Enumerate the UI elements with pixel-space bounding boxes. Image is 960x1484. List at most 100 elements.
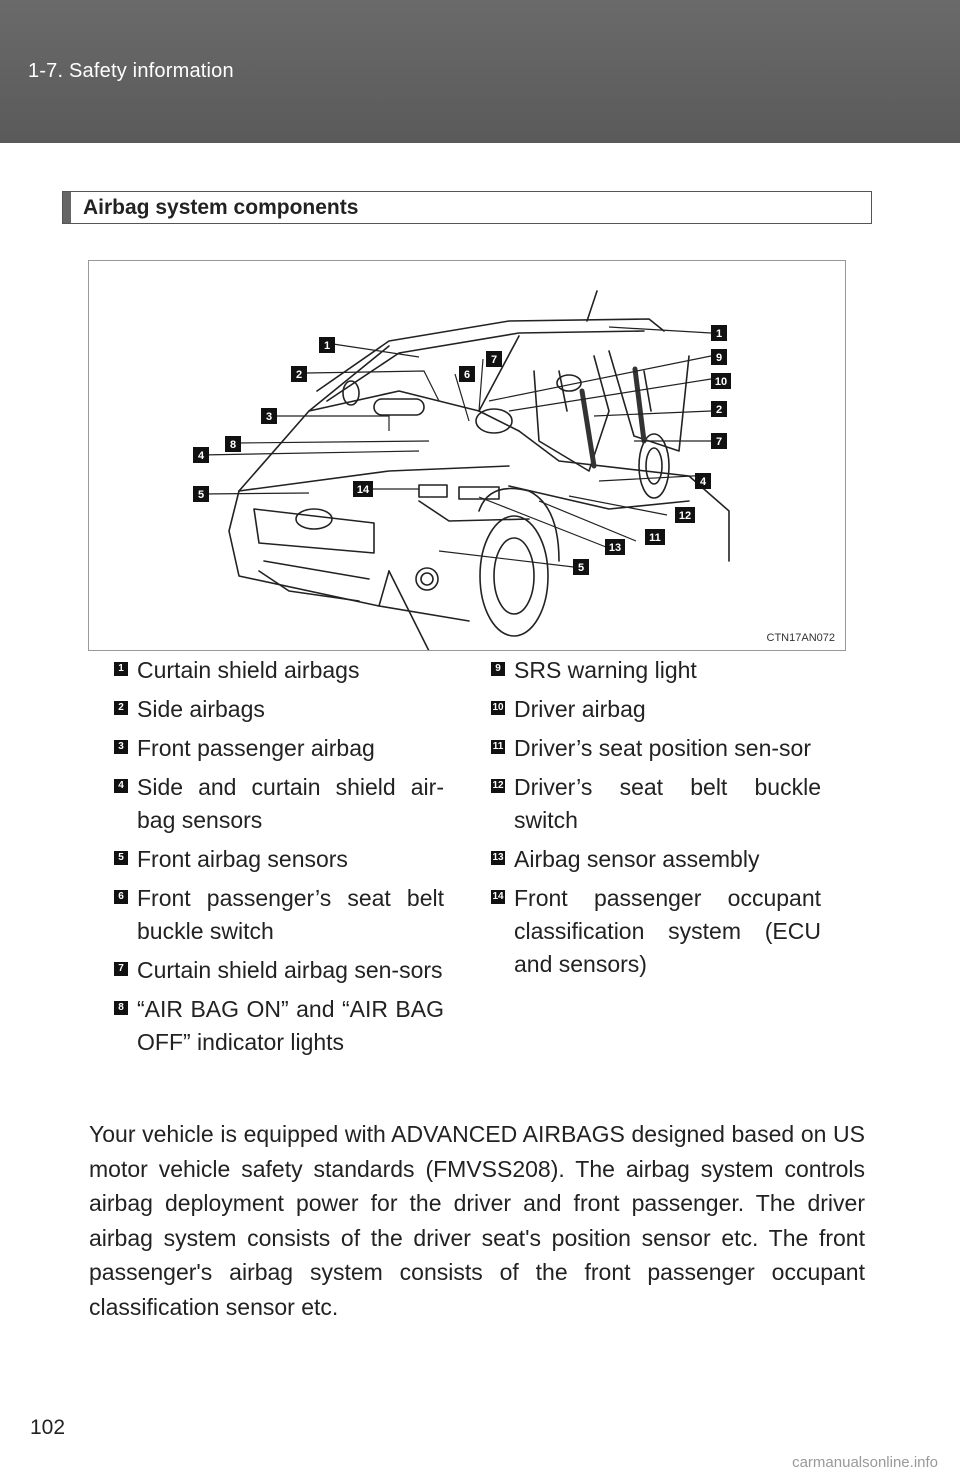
legend-label: Front passenger’s seat belt buckle switc… — [137, 885, 444, 944]
legend-label: Curtain shield airbags — [137, 657, 360, 683]
svg-text:5: 5 — [198, 489, 204, 501]
callout-1b: 1 — [711, 325, 727, 341]
callout-12: 12 — [675, 507, 695, 523]
callout-7b: 7 — [711, 433, 727, 449]
front-door — [533, 355, 610, 472]
callout-6: 6 — [459, 366, 475, 382]
legend-number-badge: 14 — [491, 890, 505, 904]
svg-text:11: 11 — [649, 532, 661, 544]
svg-text:13: 13 — [609, 542, 621, 554]
front-bumper — [228, 490, 390, 607]
hood — [238, 390, 520, 492]
callout-3: 3 — [261, 408, 277, 424]
title-accent-bar — [63, 192, 71, 223]
body-paragraph: Your vehicle is equipped with ADVANCED A… — [89, 1121, 865, 1320]
legend-number-badge: 1 — [114, 662, 128, 676]
legend-item: 14 Front passenger occupant classificatio… — [491, 882, 821, 981]
page-number: 102 — [30, 1416, 66, 1439]
legend-item: 13 Airbag sensor assembly — [491, 843, 821, 876]
grille — [253, 508, 375, 554]
legend-item: 12 Driver’s seat belt buckle switch — [491, 771, 821, 837]
legend-label: Front airbag sensors — [137, 846, 348, 872]
legend-label: Driver airbag — [514, 696, 646, 722]
callout-4a: 4 — [193, 447, 209, 463]
section-title: Airbag system components — [83, 196, 359, 219]
occupant-ecu — [418, 484, 448, 498]
svg-text:8: 8 — [230, 439, 236, 451]
legend-number-badge: 4 — [114, 779, 128, 793]
legend-number-badge: 11 — [491, 740, 505, 754]
svg-text:7: 7 — [491, 354, 497, 366]
vehicle-diagram: 1 1 7 9 2 6 10 3 2 8 7 4 4 14 5 12 11 13… — [88, 260, 846, 651]
callout-1a: 1 — [319, 337, 335, 353]
header-band: 1-7. Safety information — [0, 0, 960, 143]
callout-14: 14 — [353, 481, 373, 497]
legend-item: 5 Front airbag sensors — [114, 843, 444, 876]
legend-item: 7 Curtain shield airbag sen-sors — [114, 954, 444, 987]
legend-number-badge: 7 — [114, 962, 128, 976]
rear-wheel — [638, 433, 670, 499]
svg-text:5: 5 — [578, 562, 584, 574]
svg-text:2: 2 — [296, 369, 302, 381]
legend-number-badge: 3 — [114, 740, 128, 754]
svg-text:4: 4 — [198, 450, 205, 462]
legend-label: Side airbags — [137, 696, 265, 722]
callout-2a: 2 — [291, 366, 307, 382]
legend-label: Side and curtain shield air-bag sensors — [137, 774, 444, 833]
legend-item: 6 Front passenger’s seat belt buckle swit… — [114, 882, 444, 948]
legend-label: SRS warning light — [514, 657, 697, 683]
callout-2b: 2 — [711, 401, 727, 417]
roof-line — [316, 318, 665, 392]
callout-9: 9 — [711, 349, 727, 365]
legend-number-badge: 13 — [491, 851, 505, 865]
legend-item: 8 “AIR BAG ON” and “AIR BAG OFF” indicato… — [114, 993, 444, 1059]
figure-code: CTN17AN072 — [766, 632, 835, 644]
legend-item: 10 Driver airbag — [491, 693, 821, 726]
legend-number-badge: 9 — [491, 662, 505, 676]
svg-text:10: 10 — [715, 376, 727, 388]
callout-4b: 4 — [695, 473, 711, 489]
section-header: 1-7. Safety information — [28, 60, 234, 82]
antenna — [586, 290, 598, 322]
callout-10: 10 — [711, 373, 731, 389]
watermark-link[interactable]: carmanualsonline.info — [792, 1454, 938, 1471]
svg-text:1: 1 — [716, 328, 722, 340]
legend-label: Driver’s seat belt buckle switch — [514, 774, 821, 833]
svg-text:3: 3 — [266, 411, 272, 423]
legend-label: Airbag sensor assembly — [514, 846, 760, 872]
callout-11: 11 — [645, 529, 665, 545]
svg-text:9: 9 — [716, 352, 722, 364]
legend-item: 11 Driver’s seat position sen-sor — [491, 732, 821, 765]
legend-item: 3 Front passenger airbag — [114, 732, 444, 765]
legend-item: 1 Curtain shield airbags — [114, 654, 444, 687]
svg-text:7: 7 — [716, 436, 722, 448]
legend-item: 9 SRS warning light — [491, 654, 821, 687]
front-wheel — [479, 515, 549, 637]
legend-number-badge: 6 — [114, 890, 128, 904]
legend-label: Curtain shield airbag sen-sors — [137, 957, 443, 983]
legend-number-badge: 8 — [114, 1001, 128, 1015]
legend-label: “AIR BAG ON” and “AIR BAG OFF” indicator… — [137, 996, 444, 1055]
legend-label: Driver’s seat position sen-sor — [514, 735, 811, 761]
legend-number-badge: 12 — [491, 779, 505, 793]
emblem — [295, 508, 333, 530]
callout-8: 8 — [225, 436, 241, 452]
passenger-airbag-module — [373, 398, 425, 416]
legend-number-badge: 5 — [114, 851, 128, 865]
svg-text:12: 12 — [679, 510, 691, 522]
legend-number-badge: 10 — [491, 701, 505, 715]
callout-5a: 5 — [193, 486, 209, 502]
legend-label: Front passenger airbag — [137, 735, 375, 761]
vehicle-illustration: 1 1 7 9 2 6 10 3 2 8 7 4 4 14 5 12 11 13… — [193, 290, 731, 650]
svg-text:4: 4 — [700, 476, 707, 488]
svg-text:6: 6 — [464, 369, 470, 381]
section-title-box: Airbag system components — [62, 191, 872, 224]
airbag-sensor-assembly — [458, 486, 500, 500]
steering-wheel — [475, 408, 513, 434]
legend-item: 4 Side and curtain shield air-bag sensors — [114, 771, 444, 837]
svg-text:2: 2 — [716, 404, 722, 416]
legend-label: Front passenger occupant classification … — [514, 885, 821, 977]
callout-5b: 5 — [573, 559, 589, 575]
